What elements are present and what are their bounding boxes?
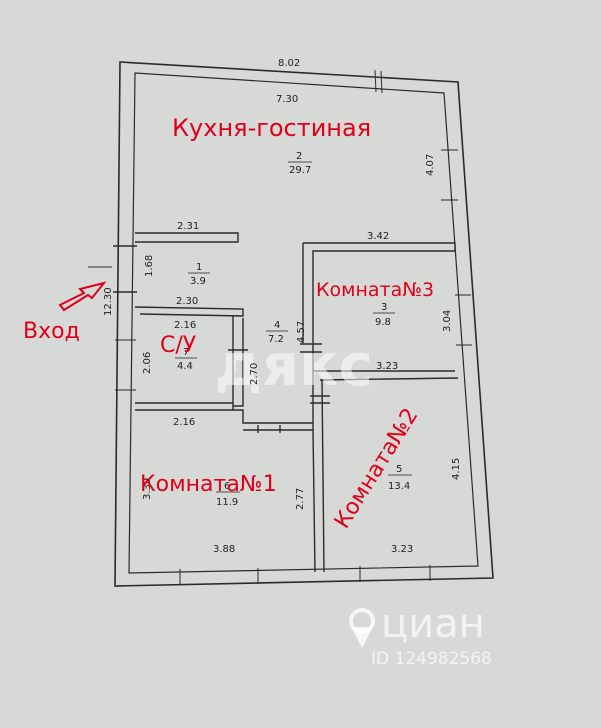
label-room3: Комната№3 [316,279,434,301]
listing-id-watermark: ID 124982568 [371,649,492,669]
dim-kitchen-width: 7.30 [276,94,298,105]
dim-corridor-height-b: 4.57 [296,321,307,343]
dim-room3-width: 3.23 [376,361,398,372]
dim-room1-width-top: 2.16 [173,417,195,428]
room-area: 3.9 [190,276,206,287]
label-bathroom: С/У [160,333,197,358]
dim-room1-width-bottom: 3.88 [213,544,235,555]
room-6-tag: 6 11.9 [216,481,240,508]
room-number: 2 [296,151,302,162]
room-number: 5 [396,464,402,475]
dim-corridor-height-a: 2.70 [249,363,260,385]
dim-room3-height: 3.04 [442,310,453,332]
outer-wall [114,61,494,587]
dim-partition-left: 2.31 [177,221,199,232]
dim-room2-height: 4.15 [451,458,462,480]
interior-walls [113,232,459,573]
room-2-tag: 2 29.7 [288,151,312,176]
dim-room1-height-left: 3.39 [142,478,153,500]
dim-bath-height: 2.06 [142,352,153,374]
dim-kitchen-height: 4.07 [425,154,436,176]
room-area: 9.8 [375,317,391,328]
room-number: 4 [274,320,280,331]
room-area: 29.7 [289,165,311,176]
label-kitchen: Кухня-гостиная [172,114,371,142]
room-area: 11.9 [216,497,238,508]
room-number: 6 [224,481,230,492]
room-area: 4.4 [177,361,193,372]
room-area: 13.4 [388,481,410,492]
room-number: 3 [381,302,387,313]
dim-total-height: 12.30 [103,287,114,316]
dim-partition-right: 3.42 [367,231,389,242]
windows [115,69,472,585]
room-1-tag: 1 3.9 [188,262,210,287]
label-entrance: Вход [23,319,80,344]
watermark-center: дякс [215,331,373,399]
dim-room2-width: 3.23 [391,544,413,555]
dim-hall-height: 1.68 [144,255,155,277]
room-3-tag: 3 9.8 [373,302,395,328]
room-number: 7 [183,347,189,358]
room-7-tag: 7 4.4 [175,347,197,372]
room-5-tag: 5 13.4 [388,464,412,492]
entrance-arrow [58,266,112,312]
room-area: 7.2 [268,334,284,345]
dim-bath-width-top: 2.16 [174,320,196,331]
dim-top-outer: 8.02 [278,58,300,69]
label-room1: Комната№1 [140,472,277,497]
brand-watermark: циан [381,601,485,647]
dim-room1-height-right: 2.77 [295,488,306,510]
cian-watermark: циан ID 124982568 [349,601,492,669]
room-4-tag: 4 7.2 [266,320,288,345]
room-number: 1 [196,262,202,273]
dim-hall-width: 2.30 [176,296,198,307]
